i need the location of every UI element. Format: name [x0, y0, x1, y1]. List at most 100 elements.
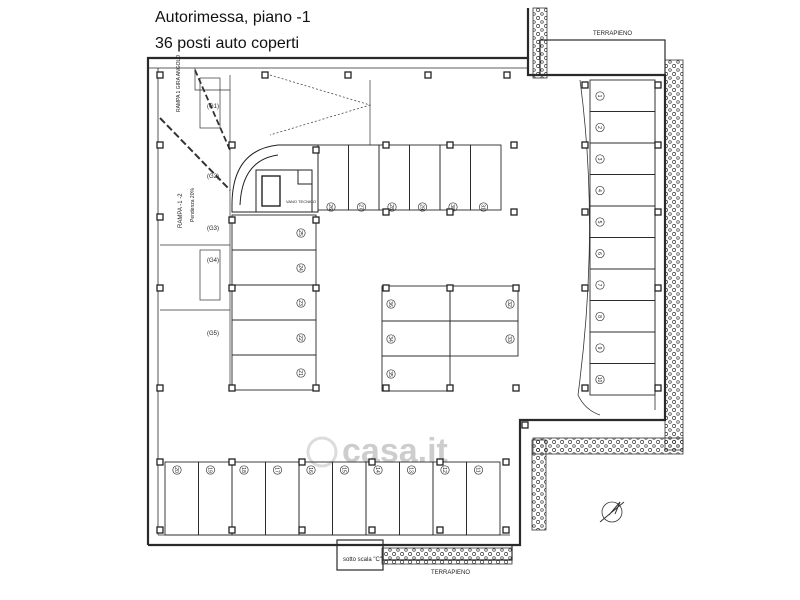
- stall-number: 28: [388, 204, 394, 210]
- stall-number: 9: [596, 347, 602, 350]
- stall-right-5: 5: [589, 205, 656, 238]
- garage-labels: (G1)(G2)(G3)(G4)(G5): [160, 104, 230, 337]
- column: [298, 458, 306, 466]
- right-lane-curve: [577, 79, 590, 396]
- column: [446, 384, 454, 392]
- column: [503, 71, 511, 79]
- plan-title: Autorimessa, piano -1: [155, 9, 311, 26]
- column: [156, 458, 164, 466]
- stall-number: 6: [596, 252, 602, 255]
- stall-number: 18: [240, 467, 246, 473]
- column: [382, 384, 390, 392]
- column: [368, 458, 376, 466]
- stall-bottom-17: 17: [265, 461, 300, 536]
- column: [156, 526, 164, 534]
- stall-top-30: 30: [439, 144, 471, 212]
- rampa-top-label: RAMPA 1 GIRA ANGOLO: [176, 55, 182, 112]
- stall-number: 34: [387, 336, 393, 342]
- stall-number: 26: [327, 204, 333, 210]
- stall-number: 24: [297, 265, 303, 271]
- column: [312, 146, 320, 154]
- column: [581, 284, 589, 292]
- column: [654, 208, 662, 216]
- column: [424, 71, 432, 79]
- stall-bottom-16: 16: [298, 461, 333, 536]
- stall-number: 15: [341, 467, 347, 473]
- column: [436, 526, 444, 534]
- watermark: casa.it: [306, 432, 448, 470]
- garage-label: (G3): [207, 226, 219, 232]
- garage-label: (G5): [207, 331, 219, 337]
- column: [654, 141, 662, 149]
- stall-bottom-19: 19: [198, 461, 233, 536]
- north-arrow-icon: [599, 501, 625, 523]
- column: [228, 458, 236, 466]
- column: [228, 141, 236, 149]
- column: [510, 208, 518, 216]
- stall-number: 16: [307, 467, 313, 473]
- column: [521, 421, 529, 429]
- column: [312, 284, 320, 292]
- stall-bottom-12: 12: [432, 461, 467, 536]
- column: [512, 284, 520, 292]
- column: [156, 284, 164, 292]
- stall-top-28: 28: [378, 144, 410, 212]
- column: [581, 81, 589, 89]
- stall-number: 10: [596, 377, 602, 383]
- stall-bottom-11: 11: [466, 461, 501, 536]
- column: [512, 384, 520, 392]
- column: [502, 458, 510, 466]
- column: [502, 526, 510, 534]
- stall-number: 17: [274, 467, 280, 473]
- garage-label: (G4): [207, 258, 219, 264]
- stall-number: 3: [596, 158, 602, 161]
- stall-number: 4: [596, 189, 602, 192]
- stall-number: 25: [297, 230, 303, 236]
- column: [261, 71, 269, 79]
- terrapieno-label-top: TERRAPIENO: [593, 31, 632, 37]
- column: [228, 284, 236, 292]
- column: [654, 81, 662, 89]
- stall-bottom-20: 20: [164, 461, 199, 536]
- column: [581, 384, 589, 392]
- column: [156, 384, 164, 392]
- stall-center-34: 34: [381, 320, 451, 357]
- stall-right-6: 6: [589, 237, 656, 270]
- stall-top-26: 26: [317, 144, 349, 212]
- stall-left-25: 25: [231, 214, 317, 251]
- column: [228, 384, 236, 392]
- stall-number: 12: [441, 467, 447, 473]
- stall-right-10: 10: [589, 363, 656, 396]
- stall-right-1: 1: [589, 79, 656, 112]
- stall-right-8: 8: [589, 300, 656, 333]
- stall-top-31: 31: [470, 144, 502, 212]
- structural-columns: [156, 71, 662, 534]
- stall-number: 27: [358, 204, 364, 210]
- stall-number: 36: [387, 301, 393, 307]
- column: [228, 216, 236, 224]
- column: [312, 216, 320, 224]
- stall-left-21: 21: [231, 354, 317, 391]
- stall-number: 23: [297, 300, 303, 306]
- stall-number: 1: [596, 95, 602, 98]
- stall-number: 30: [449, 204, 455, 210]
- column: [156, 141, 164, 149]
- stall-bottom-14: 14: [365, 461, 400, 536]
- stall-number: 8: [596, 315, 602, 318]
- stall-left-24: 24: [231, 249, 317, 286]
- column: [312, 384, 320, 392]
- column: [581, 208, 589, 216]
- column: [156, 71, 164, 79]
- stall-bottom-13: 13: [399, 461, 434, 536]
- stall-bottom-15: 15: [332, 461, 367, 536]
- column: [228, 526, 236, 534]
- terrapieno-label-bottom: TERRAPIENO: [431, 570, 470, 576]
- stall-left-22: 22: [231, 319, 317, 356]
- stall-number: 14: [374, 467, 380, 473]
- stall-right-9: 9: [589, 331, 656, 364]
- stall-right-2: 2: [589, 111, 656, 144]
- stall-top-29: 29: [409, 144, 441, 212]
- stall-number: 31: [480, 204, 486, 210]
